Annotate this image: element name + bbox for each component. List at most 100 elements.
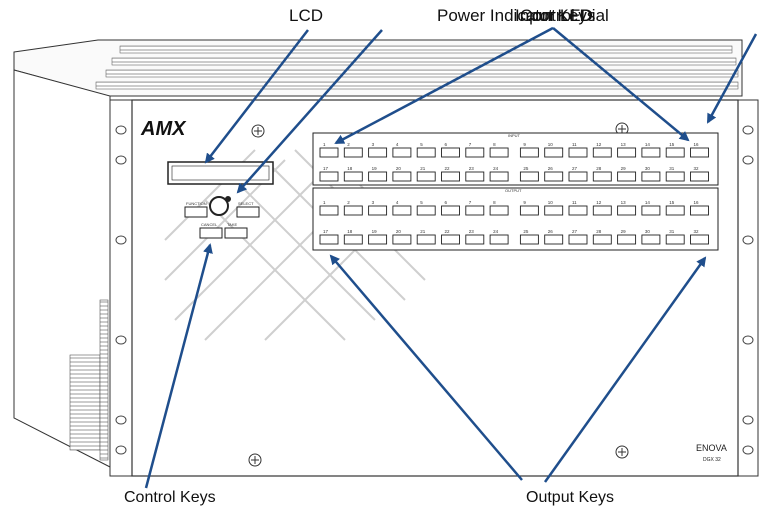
output-key-number: 28 [596, 229, 602, 234]
output-key-button[interactable] [690, 205, 709, 216]
output-key-number: 30 [645, 229, 651, 234]
output-key-button[interactable] [416, 234, 436, 245]
input-key-button[interactable] [592, 171, 612, 182]
input-key-button[interactable] [690, 171, 709, 182]
input-key-button[interactable] [343, 171, 363, 182]
output-key-number: 11 [572, 200, 577, 205]
input-key-number: 8 [493, 142, 496, 147]
output-key-button[interactable] [465, 205, 485, 216]
input-key-button[interactable] [617, 147, 637, 158]
output-key-button[interactable] [690, 234, 709, 245]
input-key-button[interactable] [568, 171, 588, 182]
input-key-button[interactable] [568, 147, 588, 158]
input-key-button[interactable] [489, 171, 509, 182]
output-key-button[interactable] [592, 234, 612, 245]
input-key-number: 4 [396, 142, 399, 147]
input-key-button[interactable] [416, 171, 436, 182]
input-key-number: 32 [694, 166, 700, 171]
input-key-number: 1 [323, 142, 326, 147]
input-key-button[interactable] [368, 147, 388, 158]
control-keys-arrow [144, 243, 213, 489]
output-key-button[interactable] [368, 234, 388, 245]
output-key-button[interactable] [465, 234, 485, 245]
output-key-button[interactable] [544, 234, 564, 245]
input-key-number: 31 [669, 166, 675, 171]
input-key-button[interactable] [641, 171, 661, 182]
input-key-number: 5 [420, 142, 423, 147]
output-key-button[interactable] [392, 234, 412, 245]
output-key-button[interactable] [568, 205, 588, 216]
input-key-button[interactable] [441, 147, 460, 158]
output-key-number: 3 [372, 200, 375, 205]
input-key-button[interactable] [465, 171, 485, 182]
output-key-button[interactable] [489, 205, 509, 216]
cancel-button[interactable] [199, 227, 223, 239]
output-key-button[interactable] [617, 234, 637, 245]
output-key-button[interactable] [519, 234, 539, 245]
output-key-number: 17 [323, 229, 329, 234]
output-key-button[interactable] [368, 205, 388, 216]
input-key-button[interactable] [319, 147, 339, 158]
input-key-button[interactable] [489, 147, 509, 158]
function-button[interactable] [184, 206, 208, 218]
input-key-button[interactable] [392, 147, 412, 158]
output-key-button[interactable] [641, 205, 661, 216]
input-key-button[interactable] [665, 147, 685, 158]
output-key-button[interactable] [617, 205, 637, 216]
input-key-button[interactable] [665, 171, 685, 182]
select-button[interactable] [236, 206, 260, 218]
output-key-button[interactable] [641, 234, 661, 245]
output-key-button[interactable] [343, 205, 363, 216]
input-key-number: 9 [523, 142, 526, 147]
output-key-button[interactable] [416, 205, 436, 216]
input-key-button[interactable] [343, 147, 363, 158]
output-key-number: 20 [396, 229, 402, 234]
power-led-callout: Power Indicator LED [437, 6, 593, 25]
input-key-button[interactable] [617, 171, 637, 182]
input-key-number: 20 [396, 166, 402, 171]
output-key-button[interactable] [441, 234, 460, 245]
input-key-button[interactable] [519, 147, 539, 158]
input-key-number: 2 [347, 142, 350, 147]
control-dial-callout: Control Dial [520, 6, 609, 25]
input-key-button[interactable] [641, 147, 661, 158]
output-key-button[interactable] [441, 205, 460, 216]
control-dial[interactable] [209, 196, 229, 216]
input-key-button[interactable] [519, 171, 539, 182]
input-key-number: 15 [669, 142, 675, 147]
input-key-button[interactable] [319, 171, 339, 182]
input-key-button[interactable] [368, 171, 388, 182]
input-key-button[interactable] [441, 171, 460, 182]
output-key-number: 13 [621, 200, 627, 205]
output-key-number: 9 [523, 200, 526, 205]
output-key-number: 27 [572, 229, 578, 234]
input-key-button[interactable] [465, 147, 485, 158]
output-key-button[interactable] [665, 234, 685, 245]
output-key-button[interactable] [489, 234, 509, 245]
output-key-button[interactable] [319, 234, 339, 245]
output-key-button[interactable] [544, 205, 564, 216]
input-keys-arrow-left [334, 26, 554, 145]
input-key-button[interactable] [592, 147, 612, 158]
input-key-number: 25 [523, 166, 529, 171]
input-key-number: 17 [323, 166, 329, 171]
input-key-button[interactable] [544, 147, 564, 158]
output-key-number: 25 [523, 229, 529, 234]
take-button[interactable] [224, 227, 248, 239]
output-key-button[interactable] [568, 234, 588, 245]
output-key-button[interactable] [665, 205, 685, 216]
output-key-button[interactable] [519, 205, 539, 216]
input-key-number: 14 [645, 142, 651, 147]
input-key-button[interactable] [416, 147, 436, 158]
input-key-button[interactable] [392, 171, 412, 182]
output-key-number: 26 [548, 229, 554, 234]
cancel-button-label: CANCEL [201, 222, 218, 227]
output-key-button[interactable] [592, 205, 612, 216]
output-key-button[interactable] [319, 205, 339, 216]
input-key-number: 23 [469, 166, 475, 171]
input-key-button[interactable] [690, 147, 709, 158]
output-key-button[interactable] [392, 205, 412, 216]
output-key-button[interactable] [343, 234, 363, 245]
input-key-button[interactable] [544, 171, 564, 182]
